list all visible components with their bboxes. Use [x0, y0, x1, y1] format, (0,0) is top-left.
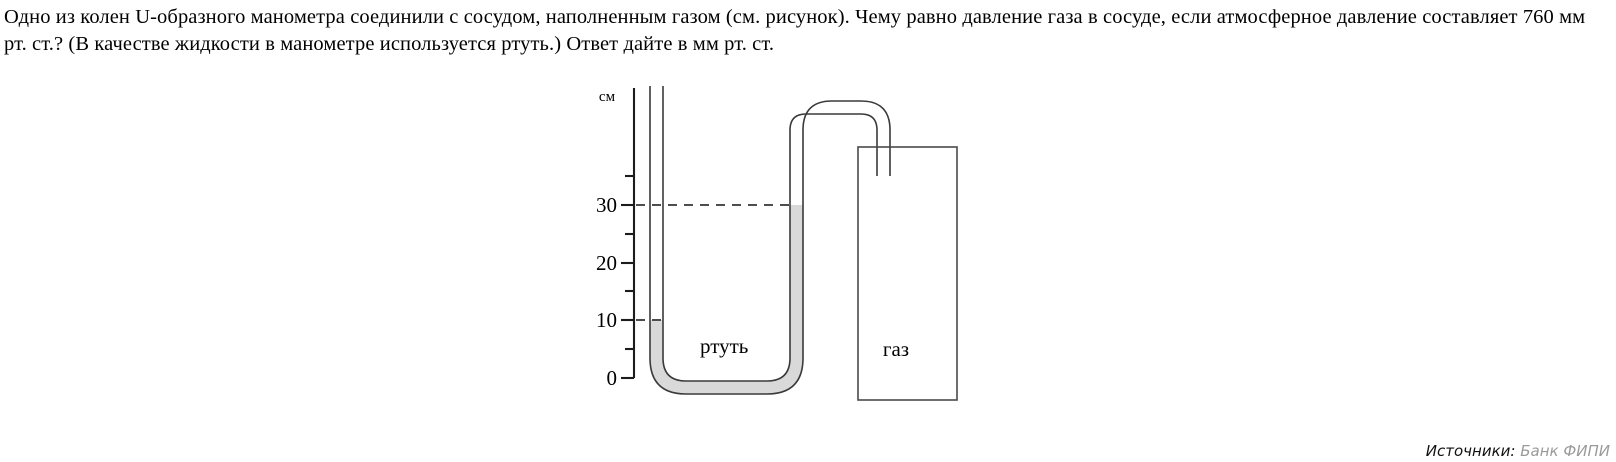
scale-axis — [621, 88, 636, 380]
scale-tick-label-30: 30 — [596, 193, 617, 217]
source-value: Банк ФИПИ — [1520, 442, 1610, 460]
level-dashed-lines — [636, 204, 791, 321]
scale-tick-label-0: 0 — [607, 366, 618, 390]
u-tube-outline — [649, 86, 891, 395]
mercury-label: ртуть — [700, 334, 748, 358]
scale-tick-label-10: 10 — [596, 308, 617, 332]
source-label: Источники: — [1425, 442, 1516, 460]
source-attribution: Источники: Банк ФИПИ — [1426, 442, 1610, 460]
scale-unit-label: см — [599, 89, 616, 105]
scale-tick-label-20: 20 — [596, 251, 617, 275]
gas-vessel — [857, 146, 958, 401]
problem-statement: Одно из колен U-образного манометра соед… — [4, 6, 1586, 55]
gas-label: газ — [883, 337, 909, 361]
mercury-fill — [650, 205, 803, 394]
